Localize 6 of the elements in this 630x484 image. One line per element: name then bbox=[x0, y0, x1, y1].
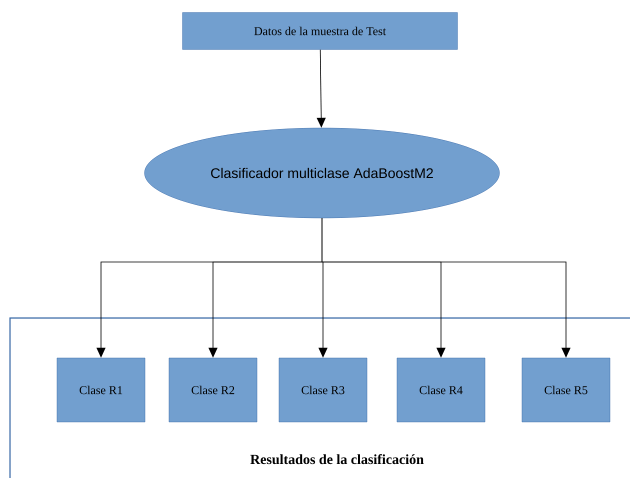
process-box: Clase R3 bbox=[278, 358, 368, 422]
process-box: Clase R1 bbox=[56, 358, 146, 422]
process-box: Clase R2 bbox=[168, 358, 258, 422]
process-box: Datos de la muestra de Test bbox=[182, 12, 458, 50]
process-box: Clase R5 bbox=[522, 358, 610, 422]
process-box: Clase R4 bbox=[396, 358, 486, 422]
